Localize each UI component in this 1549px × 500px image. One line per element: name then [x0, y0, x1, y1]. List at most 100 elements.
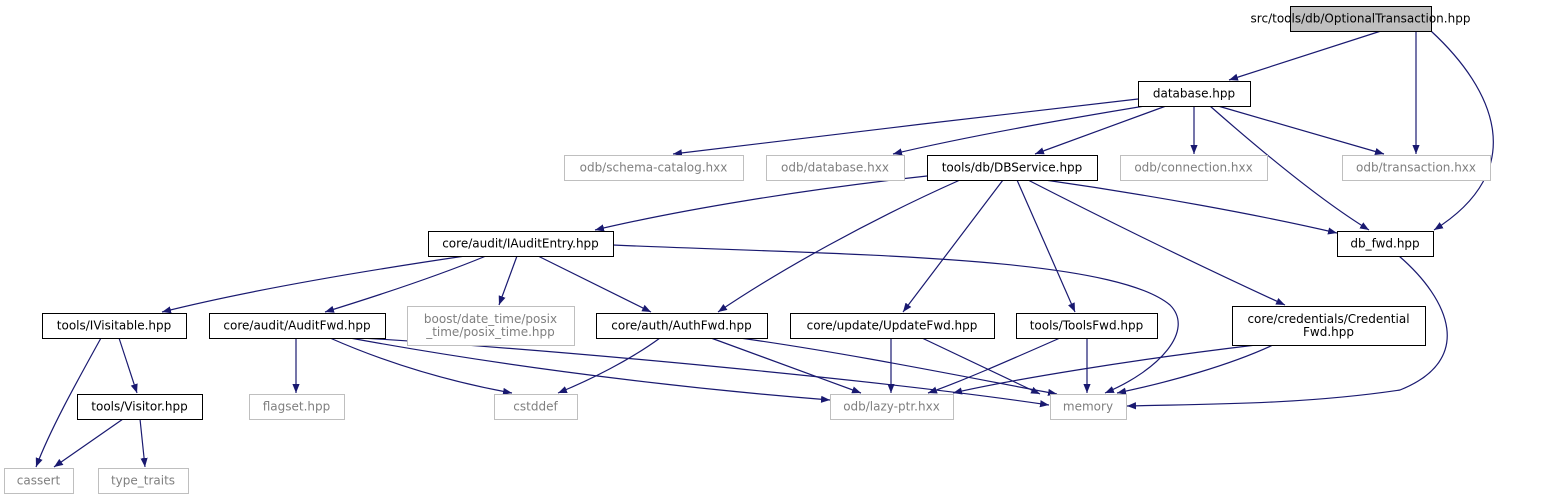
node-label: core/auth/AuthFwd.hpp [611, 319, 751, 333]
edge-database-to-dbservice [1034, 105, 1167, 155]
edge-db-fwd-to-memory [1126, 255, 1448, 410]
edge-iauditentry-to-ivisitable [161, 255, 466, 314]
edge-dbservice-to-iauditentry [594, 175, 928, 232]
edge-dbservice-to-authfwd [717, 179, 961, 313]
node-box [428, 231, 614, 257]
node-auditfwd[interactable]: core/audit/AuditFwd.hpp [209, 313, 386, 339]
edge-database-to-schema-catalog [672, 98, 1139, 157]
node-box [4, 468, 74, 494]
node-label: flagset.hpp [263, 400, 331, 414]
node-label: tools/IVisitable.hpp [57, 319, 171, 333]
edge-dbservice-to-credentialfwd [1027, 179, 1286, 306]
node-box [1016, 313, 1158, 339]
node-box [1138, 81, 1251, 107]
node-label: odb/schema-catalog.hxx [580, 161, 728, 175]
node-label: odb/lazy-ptr.hxx [843, 400, 940, 414]
node-label: tools/ToolsFwd.hpp [1030, 319, 1144, 333]
node-box [596, 313, 768, 339]
node-updatefwd[interactable]: core/update/UpdateFwd.hpp [790, 313, 995, 339]
node-dbservice[interactable]: tools/db/DBService.hpp [927, 155, 1098, 181]
node-box [1232, 306, 1426, 346]
node-label: odb/connection.hxx [1134, 161, 1252, 175]
nodes-layer: src/tools/db/OptionalTransaction.hpp data… [4, 6, 1491, 494]
node-cstddef: cstddef [494, 394, 578, 420]
node-ivisitable[interactable]: tools/IVisitable.hpp [42, 313, 187, 339]
node-label: core/audit/AuditFwd.hpp [223, 319, 370, 333]
node-label: core/update/UpdateFwd.hpp [807, 319, 978, 333]
edge-toolsfwd-to-lazy-ptr [927, 337, 1061, 394]
node-label: database.hpp [1153, 87, 1235, 101]
node-label: tools/db/DBService.hpp [942, 161, 1083, 175]
edge-iauditentry-to-posix-time [498, 255, 518, 306]
node-label: memory [1063, 400, 1113, 414]
node-memory: memory [1050, 394, 1127, 420]
node-cassert: cassert [4, 468, 74, 494]
edge-ivisitable-to-cassert [35, 337, 102, 468]
edge-visitor-to-cassert [53, 418, 124, 468]
node-box [927, 155, 1098, 181]
edge-iauditentry-to-memory [612, 244, 1179, 394]
node-box [77, 394, 203, 420]
node-label: odb/database.hxx [781, 161, 889, 175]
edge-optional-transaction-to-database [1228, 30, 1382, 81]
node-box [209, 313, 386, 339]
node-visitor[interactable]: tools/Visitor.hpp [77, 394, 203, 420]
edge-auditfwd-to-cstddef [329, 337, 513, 395]
node-type-traits: type_traits [98, 468, 189, 494]
node-box [1050, 394, 1127, 420]
node-label: cassert [17, 474, 61, 488]
edge-auditfwd-to-lazy-ptr [349, 337, 831, 403]
node-optional-transaction[interactable]: src/tools/db/OptionalTransaction.hpp [1251, 6, 1471, 32]
edge-dbservice-to-toolsfwd [1016, 179, 1076, 313]
node-label: _time/posix_time.hpp [425, 325, 555, 339]
node-box [1337, 231, 1434, 257]
node-authfwd[interactable]: core/auth/AuthFwd.hpp [596, 313, 768, 339]
node-label: db_fwd.hpp [1350, 237, 1419, 251]
node-box [1120, 155, 1268, 181]
node-flagset: flagset.hpp [249, 394, 345, 420]
node-iauditentry[interactable]: core/audit/IAuditEntry.hpp [428, 231, 614, 257]
node-box [42, 313, 187, 339]
node-box [494, 394, 578, 420]
node-lazy-ptr: odb/lazy-ptr.hxx [830, 394, 954, 420]
edge-iauditentry-to-auditfwd [324, 255, 487, 313]
node-box [407, 306, 575, 346]
node-label: type_traits [111, 474, 175, 488]
node-label: src/tools/db/OptionalTransaction.hpp [1251, 12, 1471, 26]
edge-optional-transaction-to-db-fwd [1430, 30, 1494, 231]
edge-dbservice-to-db-fwd [1044, 179, 1338, 235]
edge-database-to-odb-transaction [1217, 105, 1385, 155]
node-odb-database: odb/database.hxx [766, 155, 905, 181]
node-label: core/credentials/Credential [1247, 312, 1409, 326]
edge-authfwd-to-cstddef [557, 337, 661, 394]
edge-database-to-db-fwd [1209, 105, 1370, 231]
node-schema-catalog: odb/schema-catalog.hxx [564, 155, 744, 181]
node-label: boost/date_time/posix [424, 312, 557, 326]
node-box [790, 313, 995, 339]
node-toolsfwd[interactable]: tools/ToolsFwd.hpp [1016, 313, 1158, 339]
node-label: cstddef [513, 400, 558, 414]
node-odb-connection: odb/connection.hxx [1120, 155, 1268, 181]
node-posix-time: boost/date_time/posix_time/posix_time.hp… [407, 306, 575, 346]
node-box [830, 394, 954, 420]
edge-credentialfwd-to-lazy-ptr [952, 344, 1257, 395]
node-box [98, 468, 189, 494]
edge-credentialfwd-to-memory [1116, 344, 1274, 395]
node-label: odb/transaction.hxx [1356, 161, 1476, 175]
node-db-fwd[interactable]: db_fwd.hpp [1337, 231, 1434, 257]
node-box [1290, 6, 1432, 32]
edge-updatefwd-to-memory [921, 337, 1041, 395]
edge-visitor-to-type-traits [139, 418, 148, 468]
node-database[interactable]: database.hpp [1138, 81, 1251, 107]
edges-layer [35, 30, 1494, 468]
node-label: tools/Visitor.hpp [91, 400, 187, 414]
edge-authfwd-to-memory [739, 337, 1058, 396]
node-box [1342, 155, 1491, 181]
edge-authfwd-to-lazy-ptr [710, 337, 862, 394]
node-odb-transaction: odb/transaction.hxx [1342, 155, 1491, 181]
node-label: Fwd.hpp [1303, 325, 1354, 339]
edge-dbservice-to-updatefwd [902, 179, 1004, 313]
node-box [249, 394, 345, 420]
